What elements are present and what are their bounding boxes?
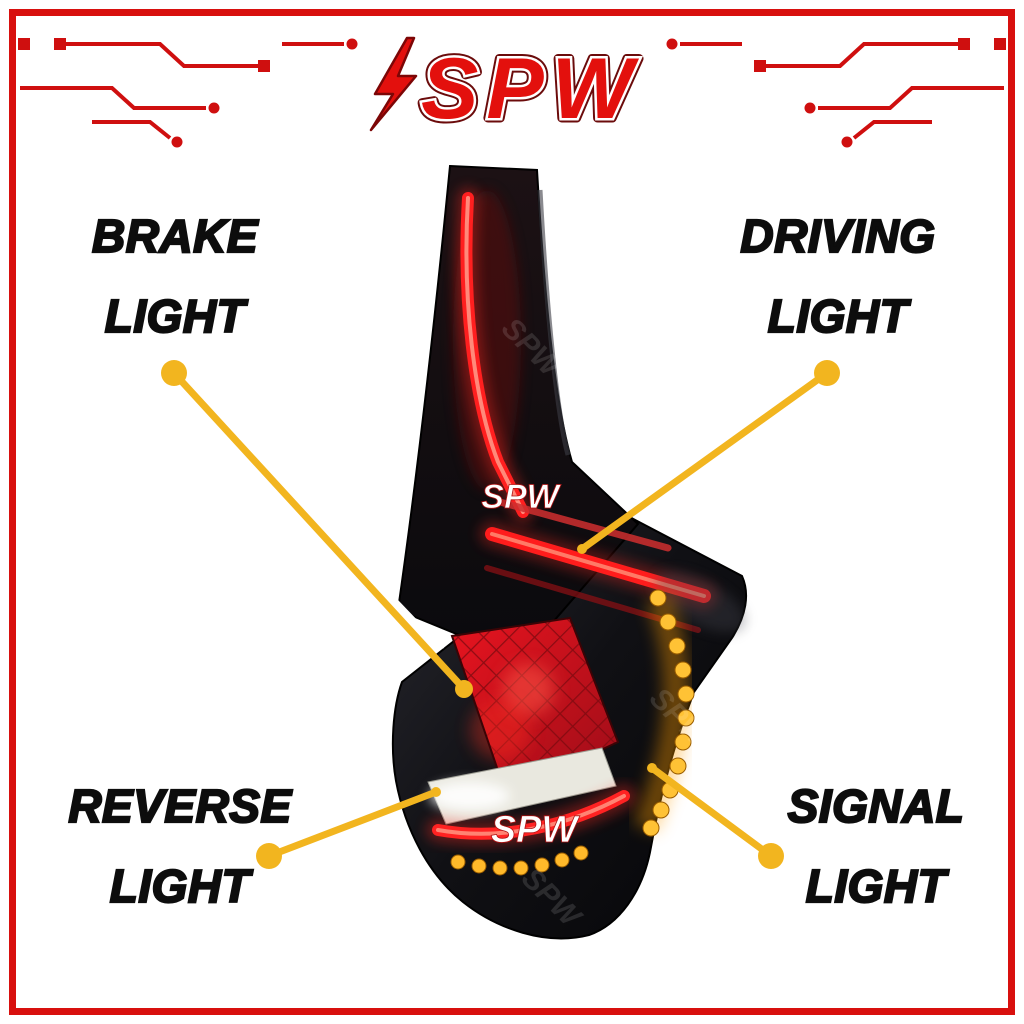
signal-led-strip bbox=[633, 589, 695, 837]
label-line: DRIVING bbox=[739, 209, 936, 263]
lightning-bolt-icon bbox=[369, 36, 418, 132]
circuit-trace-right bbox=[664, 36, 1008, 150]
watermark-center: SPW bbox=[481, 478, 561, 516]
logo-text-outline: SPW bbox=[421, 41, 641, 137]
label-line: LIGHT bbox=[805, 859, 947, 913]
logo: SPW SPW SPW bbox=[369, 36, 641, 142]
callout-dot-reverse-end bbox=[431, 787, 441, 797]
tail-lamp-image: SPW SPW SPW SPW SPW bbox=[352, 164, 748, 940]
circuit-trace-left bbox=[18, 38, 358, 148]
logo-text-halo: SPW bbox=[421, 41, 641, 137]
callout-line-driving bbox=[578, 369, 831, 553]
label-reverse-light: REVERSE LIGHT bbox=[67, 766, 292, 926]
watermark-bottom: SPW bbox=[491, 809, 581, 851]
callout-line-brake bbox=[170, 369, 468, 693]
callout-dot-reverse bbox=[256, 843, 282, 869]
label-brake-light: BRAKE LIGHT bbox=[91, 196, 259, 356]
brake-light-tube bbox=[455, 187, 534, 523]
label-line: LIGHT bbox=[767, 289, 909, 343]
callout-line-reverse bbox=[265, 788, 440, 860]
brake-reflector bbox=[450, 616, 620, 796]
bottom-light-bar bbox=[426, 784, 636, 846]
label-line: REVERSE bbox=[67, 779, 292, 833]
callout-dot-driving-end bbox=[577, 544, 587, 554]
label-line: BRAKE bbox=[91, 209, 259, 263]
label-line: SIGNAL bbox=[787, 779, 965, 833]
bottom-signal-dots bbox=[450, 845, 589, 876]
callout-dot-signal-end bbox=[647, 763, 657, 773]
label-line: LIGHT bbox=[104, 289, 246, 343]
reverse-light-strip bbox=[427, 747, 617, 825]
logo-text: SPW bbox=[421, 41, 641, 137]
callout-dot-brake bbox=[161, 360, 187, 386]
callout-line-signal bbox=[648, 764, 775, 860]
label-signal-light: SIGNAL LIGHT bbox=[787, 766, 965, 926]
callout-dot-driving bbox=[814, 360, 840, 386]
callout-dot-signal bbox=[758, 843, 784, 869]
label-line: LIGHT bbox=[109, 859, 251, 913]
label-driving-light: DRIVING LIGHT bbox=[739, 196, 936, 356]
callout-dot-brake-end bbox=[455, 680, 473, 698]
